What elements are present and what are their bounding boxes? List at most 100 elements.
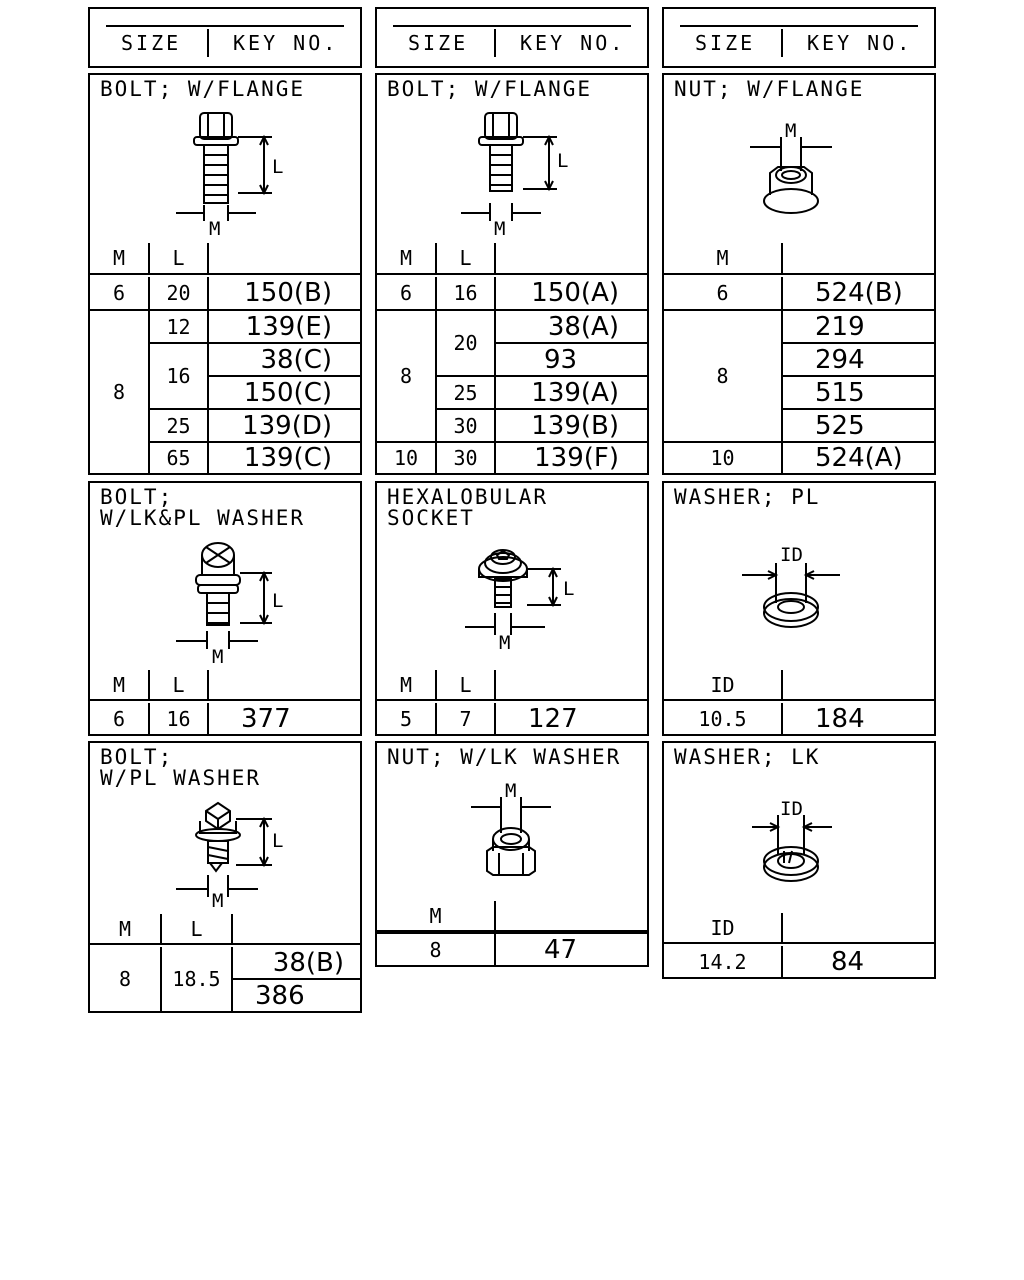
cell-m: 10 (664, 443, 783, 473)
col-header-m: M (377, 670, 437, 701)
panel-hexalobular-socket: HEXALOBULAR SOCKET L M M L 5 7 127 (375, 481, 649, 736)
cell-m: 10 (377, 443, 437, 473)
cell-l: 30 (437, 410, 496, 443)
cell-key: 150(A) (496, 277, 649, 311)
cell-l: 18.5 (162, 947, 233, 1011)
cell-key: 84 (831, 946, 865, 977)
cell-l: 12 (150, 311, 209, 344)
cell-l: 16 (150, 344, 209, 410)
bolt-lk-pl-drawing: L M (176, 542, 283, 668)
part-title: BOLT; W/FLANGE (100, 77, 306, 101)
cell-l: 16 (150, 703, 209, 734)
col-header-key (209, 670, 362, 701)
lock-washer-drawing: ID (752, 798, 832, 882)
part-title: BOLT; W/LK&PL WASHER (100, 485, 306, 530)
part-title: NUT; W/LK WASHER (387, 745, 622, 769)
cell-key: 38(C) (209, 344, 362, 377)
bolt-flange-drawing: L M (176, 112, 283, 240)
col-header-l: L (150, 243, 209, 275)
cell-key: 524(B) (783, 277, 936, 311)
flange-nut-drawing: M (750, 120, 832, 214)
cell-m: 6 (90, 703, 150, 734)
panel-bolt-flange-a: BOLT; W/FLANGE L M M L 6 20 150(B) 8 12 … (88, 73, 362, 475)
panel-washer-lk: WASHER; LK ID ID 14.2 84 (662, 741, 936, 979)
lk-nut-drawing: M (471, 780, 551, 876)
part-title: BOLT; W/FLANGE (387, 77, 593, 101)
header-col-1: SIZE KEY NO. (88, 7, 362, 68)
cell-l: 20 (437, 311, 496, 377)
panel-bolt-lk-pl-washer: BOLT; W/LK&PL WASHER L M M L 6 16 377 (88, 481, 362, 736)
cell-key: 150(B) (209, 277, 362, 311)
cell-key: 139(F) (534, 443, 619, 473)
cell-l: 16 (437, 277, 496, 311)
dim-label-m: M (499, 632, 510, 654)
cell-key: 150(C) (209, 377, 362, 410)
cell-key: 184 (815, 703, 865, 734)
cell-m: 6 (664, 277, 783, 311)
plain-washer-drawing: ID (742, 544, 840, 628)
key-label: KEY NO. (233, 31, 339, 55)
col-header-key (496, 901, 649, 932)
panel-bolt-pl-washer: BOLT; W/PL WASHER L M M L 8 18.5 38(B) 3… (88, 741, 362, 1013)
dim-label-id: ID (780, 798, 803, 820)
cell-key: 515 (783, 377, 936, 410)
col-header-l: L (162, 914, 233, 945)
cell-key: 139(E) (209, 311, 362, 344)
size-label: SIZE (695, 31, 756, 55)
size-label: SIZE (121, 31, 182, 55)
part-title: WASHER; PL (674, 485, 821, 509)
col-header-m: M (90, 914, 162, 945)
cell-key: 525 (783, 410, 936, 443)
col-header-l: L (150, 670, 209, 701)
cell-key: 294 (783, 344, 936, 377)
cell-key: 139(D) (209, 410, 362, 443)
cell-key: 219 (783, 311, 936, 344)
dim-label-m: M (785, 120, 796, 142)
dim-label-l: L (272, 830, 283, 852)
col-header-m: M (377, 901, 496, 932)
col-header-m: M (664, 243, 783, 275)
col-header-id: ID (664, 670, 783, 701)
cell-key: 524(A) (815, 443, 903, 473)
cell-m: 8 (377, 311, 437, 443)
cell-l: 30 (437, 443, 496, 473)
dim-label-l: L (272, 156, 283, 178)
cell-id: 14.2 (664, 946, 783, 977)
cell-key: 139(A) (496, 377, 649, 410)
col-header-l: L (437, 670, 496, 701)
cell-l: 20 (150, 277, 209, 311)
dim-label-m: M (505, 780, 516, 802)
cell-l: 65 (150, 443, 209, 473)
cell-key: 38(B) (233, 947, 362, 980)
dim-label-l: L (272, 590, 283, 612)
dim-label-l: L (557, 150, 568, 172)
cell-m: 8 (90, 311, 150, 473)
col-header-m: M (377, 243, 437, 275)
hexalobular-bolt-drawing: L M (465, 549, 574, 654)
part-title: NUT; W/FLANGE (674, 77, 865, 101)
cell-l: 7 (437, 703, 496, 734)
col-header-key (209, 243, 362, 275)
cell-l: 25 (437, 377, 496, 410)
header-col-3: SIZE KEY NO. (662, 7, 936, 68)
col-header-key (783, 913, 936, 944)
cell-key: 139(B) (496, 410, 649, 443)
cell-key: 93 (496, 344, 649, 377)
cell-key: 127 (528, 703, 578, 734)
key-label: KEY NO. (520, 31, 626, 55)
cell-id: 10.5 (664, 703, 783, 734)
cell-l: 25 (150, 410, 209, 443)
panel-bolt-flange-b: BOLT; W/FLANGE L M M L 6 16 150(A) 8 20 … (375, 73, 649, 475)
header-col-2: SIZE KEY NO. (375, 7, 649, 68)
dim-label-m: M (212, 890, 223, 912)
col-header-key (783, 243, 936, 275)
cell-key: 38(A) (496, 311, 649, 344)
dim-label-l: L (563, 578, 574, 600)
bolt-pl-drawing: L M (176, 801, 283, 912)
col-header-key (496, 243, 649, 275)
cell-m: 8 (90, 947, 162, 1011)
cell-key: 47 (544, 934, 578, 965)
dim-label-m: M (212, 646, 223, 668)
cell-key: 377 (241, 703, 291, 734)
panel-washer-pl: WASHER; PL ID ID 10.5 184 (662, 481, 936, 736)
